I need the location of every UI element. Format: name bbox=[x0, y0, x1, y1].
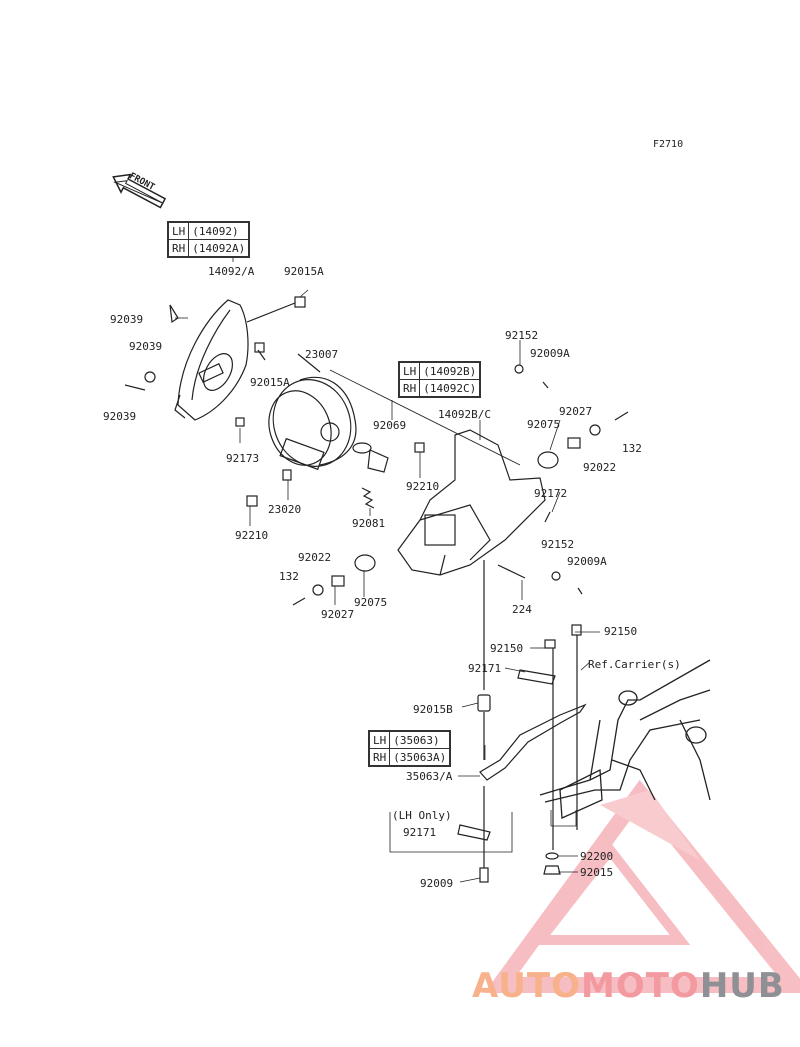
part-label: 92027 bbox=[321, 608, 355, 621]
part-label: 92009 bbox=[420, 877, 454, 890]
part-label: 92172 bbox=[534, 487, 568, 500]
part-no: (35063) bbox=[389, 731, 451, 749]
part-label: 92039 bbox=[129, 340, 163, 353]
part-label: 92152 bbox=[505, 329, 539, 342]
side-lh: LH bbox=[167, 222, 190, 240]
part-label: 23007 bbox=[305, 348, 339, 361]
part-label: 35063/A bbox=[406, 770, 453, 783]
part-label: 92015B bbox=[413, 703, 453, 716]
part-label: 92075 bbox=[527, 418, 561, 431]
part-label: 132 bbox=[622, 442, 642, 455]
part-label: 224 bbox=[512, 603, 532, 616]
part-no: (14092B) bbox=[419, 362, 481, 380]
lh-only-label: (LH Only) bbox=[392, 809, 452, 822]
carrier-frame bbox=[539, 659, 711, 819]
cover-side-table: LH(14092B) RH(14092C) bbox=[398, 361, 482, 398]
part-label: 92015A bbox=[284, 265, 324, 278]
part-label: 92039 bbox=[103, 410, 137, 423]
part-label: 92039 bbox=[110, 313, 144, 326]
part-label: 92210 bbox=[235, 529, 269, 542]
part-label: 92171 bbox=[468, 662, 502, 675]
front-arrow-icon bbox=[112, 173, 167, 209]
part-label: 92069 bbox=[373, 419, 407, 432]
watermark-part: HUB bbox=[699, 966, 785, 1006]
part-label: 14092B/C bbox=[438, 408, 491, 421]
side-rh: RH bbox=[368, 748, 391, 766]
part-label: 92171 bbox=[403, 826, 437, 839]
part-label: 92022 bbox=[298, 551, 332, 564]
headlight-cover bbox=[292, 364, 629, 606]
part-label: 92009A bbox=[530, 347, 570, 360]
part-label: 92009A bbox=[567, 555, 607, 568]
headlight-housing-lh bbox=[124, 296, 306, 427]
part-no: (14092C) bbox=[419, 379, 481, 397]
part-no: (14092) bbox=[188, 222, 250, 240]
part-label: 132 bbox=[279, 570, 299, 583]
part-label: 92152 bbox=[541, 538, 575, 551]
part-label: 92015A bbox=[250, 376, 290, 389]
part-label: 92081 bbox=[352, 517, 386, 530]
part-label: 14092/A bbox=[208, 265, 255, 278]
part-no: (14092A) bbox=[188, 239, 250, 257]
watermark-part: AUTO bbox=[472, 966, 581, 1006]
watermark-part: MOTO bbox=[580, 966, 700, 1006]
side-rh: RH bbox=[167, 239, 190, 257]
part-label: 92015 bbox=[580, 866, 614, 879]
side-lh: LH bbox=[368, 731, 391, 749]
part-label: 92210 bbox=[406, 480, 440, 493]
part-label: 92027 bbox=[559, 405, 593, 418]
part-label: 23020 bbox=[268, 503, 302, 516]
watermark-text: AUTOMOTOHUB bbox=[472, 966, 785, 1006]
leader-lines bbox=[175, 245, 600, 883]
side-rh: RH bbox=[398, 379, 421, 397]
bracket-side-table: LH(35063) RH(35063A) bbox=[368, 730, 452, 767]
housing-side-table: LH(14092) RH(14092A) bbox=[167, 221, 251, 258]
ref-carrier-label: Ref.Carrier(s) bbox=[588, 658, 681, 671]
part-label: 92200 bbox=[580, 850, 614, 863]
side-lh: LH bbox=[398, 362, 421, 380]
part-label: 92150 bbox=[604, 625, 638, 638]
part-label: 92022 bbox=[583, 461, 617, 474]
headlight-unit bbox=[246, 353, 425, 507]
bulb-and-spring bbox=[352, 442, 389, 509]
part-label: 92075 bbox=[354, 596, 388, 609]
watermark-logo bbox=[484, 779, 800, 993]
figure-code: F2710 bbox=[653, 139, 684, 150]
part-no: (35063A) bbox=[389, 748, 451, 766]
part-label: 92173 bbox=[226, 452, 260, 465]
part-label: 92150 bbox=[490, 642, 524, 655]
